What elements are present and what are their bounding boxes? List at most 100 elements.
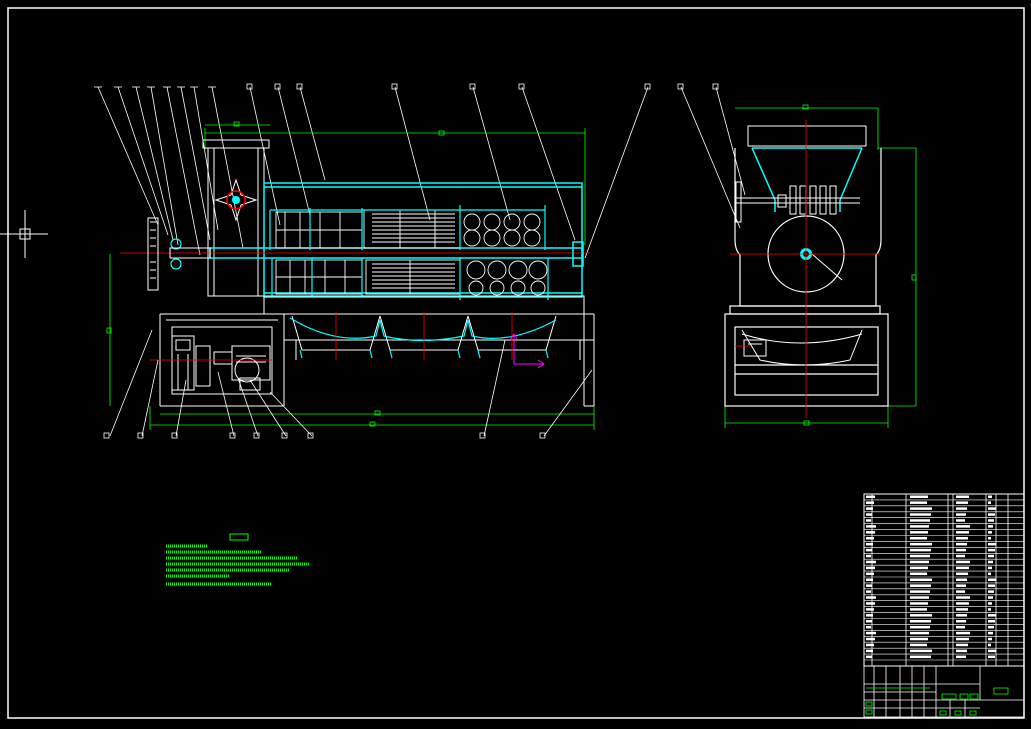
parts-list-cell-mark: [910, 625, 930, 629]
parts-list-cell-mark: [910, 554, 930, 558]
parts-list-cell-mark: [910, 578, 932, 581]
parts-list-cell-mark: [910, 590, 930, 593]
parts-list-cell-mark: [866, 631, 876, 635]
parts-list-cell-mark: [866, 495, 875, 498]
side-trough: [741, 329, 863, 366]
parts-list-cell-mark: [956, 631, 970, 635]
parts-list-cell-mark: [910, 655, 931, 659]
parts-list-cell-mark: [956, 525, 970, 528]
drawing-border: [7, 7, 1025, 719]
parts-list-cell-mark: [866, 608, 874, 611]
parts-list-cell-mark: [910, 495, 928, 498]
parts-list-cell-mark: [956, 655, 966, 659]
parts-list-cell-mark: [988, 655, 995, 659]
parts-list-cell-mark: [910, 542, 932, 546]
bearing-right: [572, 241, 584, 267]
parts-list-cell-mark: [866, 554, 871, 558]
parts-list-cell-mark: [988, 507, 996, 510]
parts-list-cell-mark: [988, 637, 992, 641]
callout-numbers-top: [94, 83, 651, 90]
parts-list-cell-mark: [910, 531, 928, 534]
parts-list-cell-mark: [866, 637, 875, 641]
callout-numbers-bottom: [103, 432, 546, 439]
side-hopper: [751, 147, 863, 212]
parts-list-cell-mark: [866, 519, 871, 522]
parts-list-cell-mark: [866, 643, 874, 647]
parts-list-cell-mark: [956, 537, 968, 540]
parts-list-cell-mark: [910, 560, 929, 564]
parts-list-cell-mark: [866, 584, 872, 587]
parts-list-cell-mark: [956, 578, 967, 581]
parts-list-cell-mark: [910, 584, 931, 587]
parts-list-cell-mark: [866, 649, 873, 653]
parts-list-cell-mark: [910, 637, 928, 641]
side-hopper-top: [747, 125, 867, 147]
side-shaft-and-blades: [735, 181, 860, 281]
parts-list-cell-mark: [866, 566, 875, 570]
parts-list-cell-mark: [866, 542, 873, 546]
parts-list-cell-mark: [866, 590, 871, 593]
parts-list-cell-mark: [866, 620, 872, 623]
parts-list-cell-mark: [956, 531, 969, 534]
parts-list-cell-mark: [988, 620, 995, 623]
callout-leaders-bottom: [109, 329, 593, 437]
screen-upper-cyan: [269, 205, 546, 250]
drive-pulley: [147, 217, 159, 291]
parts-list-cell-mark: [956, 649, 967, 653]
parts-list-cell-mark: [866, 525, 876, 528]
parts-list-cell-mark: [956, 507, 967, 510]
notes-text-lines: [166, 544, 310, 586]
parts-list-cell-mark: [988, 614, 996, 617]
callout-leaders-top: [97, 86, 649, 259]
parts-list-cell-mark: [866, 572, 874, 576]
parts-list-cell-mark: [956, 620, 966, 623]
parts-list-cell-mark: [956, 566, 969, 570]
title-block-green-marks: [865, 687, 1009, 716]
parts-list-cell-mark: [988, 537, 991, 540]
rotor-star-icon: [214, 178, 258, 222]
screen-lower-cyan: [271, 258, 549, 300]
parts-list-cell-mark: [988, 584, 995, 587]
inlet-chute: [202, 139, 270, 297]
parts-list-text-marks: [866, 495, 996, 659]
parts-list-cell-mark: [956, 643, 968, 647]
parts-list-cell-mark: [988, 590, 994, 593]
parts-list-cell-mark: [866, 507, 873, 510]
parts-list-cell-mark: [866, 578, 873, 581]
ring-section-lower: [466, 260, 548, 296]
parts-list-cell-mark: [910, 620, 931, 623]
parts-list-cell-mark: [956, 637, 969, 641]
parts-list-cell-mark: [988, 525, 993, 528]
side-elevation-view: [677, 83, 917, 428]
parts-list-rows: [864, 499, 1024, 661]
parts-list-cell-mark: [988, 513, 995, 516]
base-frame: [159, 295, 595, 407]
parts-list-cell-mark: [910, 537, 927, 540]
parts-list-cell-mark: [956, 548, 966, 552]
parts-list-cell-mark: [956, 560, 970, 564]
parts-list-cell-mark: [988, 643, 991, 647]
parts-list-cell-mark: [910, 566, 928, 570]
parts-list-cell-mark: [956, 519, 965, 522]
parts-list-cell-mark: [988, 608, 991, 611]
parts-list-cell-mark: [988, 625, 994, 629]
technical-notes: [166, 533, 310, 586]
side-centerlines: [730, 120, 880, 418]
parts-list-cell-mark: [866, 625, 871, 629]
parts-list-cell-mark: [910, 513, 931, 516]
parts-list-cell-mark: [866, 602, 875, 605]
parts-list-cell-mark: [956, 495, 969, 498]
parts-list-cell-mark: [866, 501, 874, 504]
parts-list-cell-mark: [910, 501, 927, 504]
side-dimensions: [724, 104, 917, 428]
parts-list-cell-mark: [910, 608, 927, 611]
parts-list-cell-mark: [866, 655, 872, 659]
parts-list-cell-mark: [910, 631, 929, 635]
motor-assembly: [171, 335, 271, 391]
parts-list-cell-mark: [988, 560, 993, 564]
parts-list-cell-mark: [956, 602, 969, 605]
parts-list-cell-mark: [866, 548, 872, 552]
notes-heading-icon: [229, 533, 249, 541]
parts-list-cell-mark: [988, 495, 992, 498]
